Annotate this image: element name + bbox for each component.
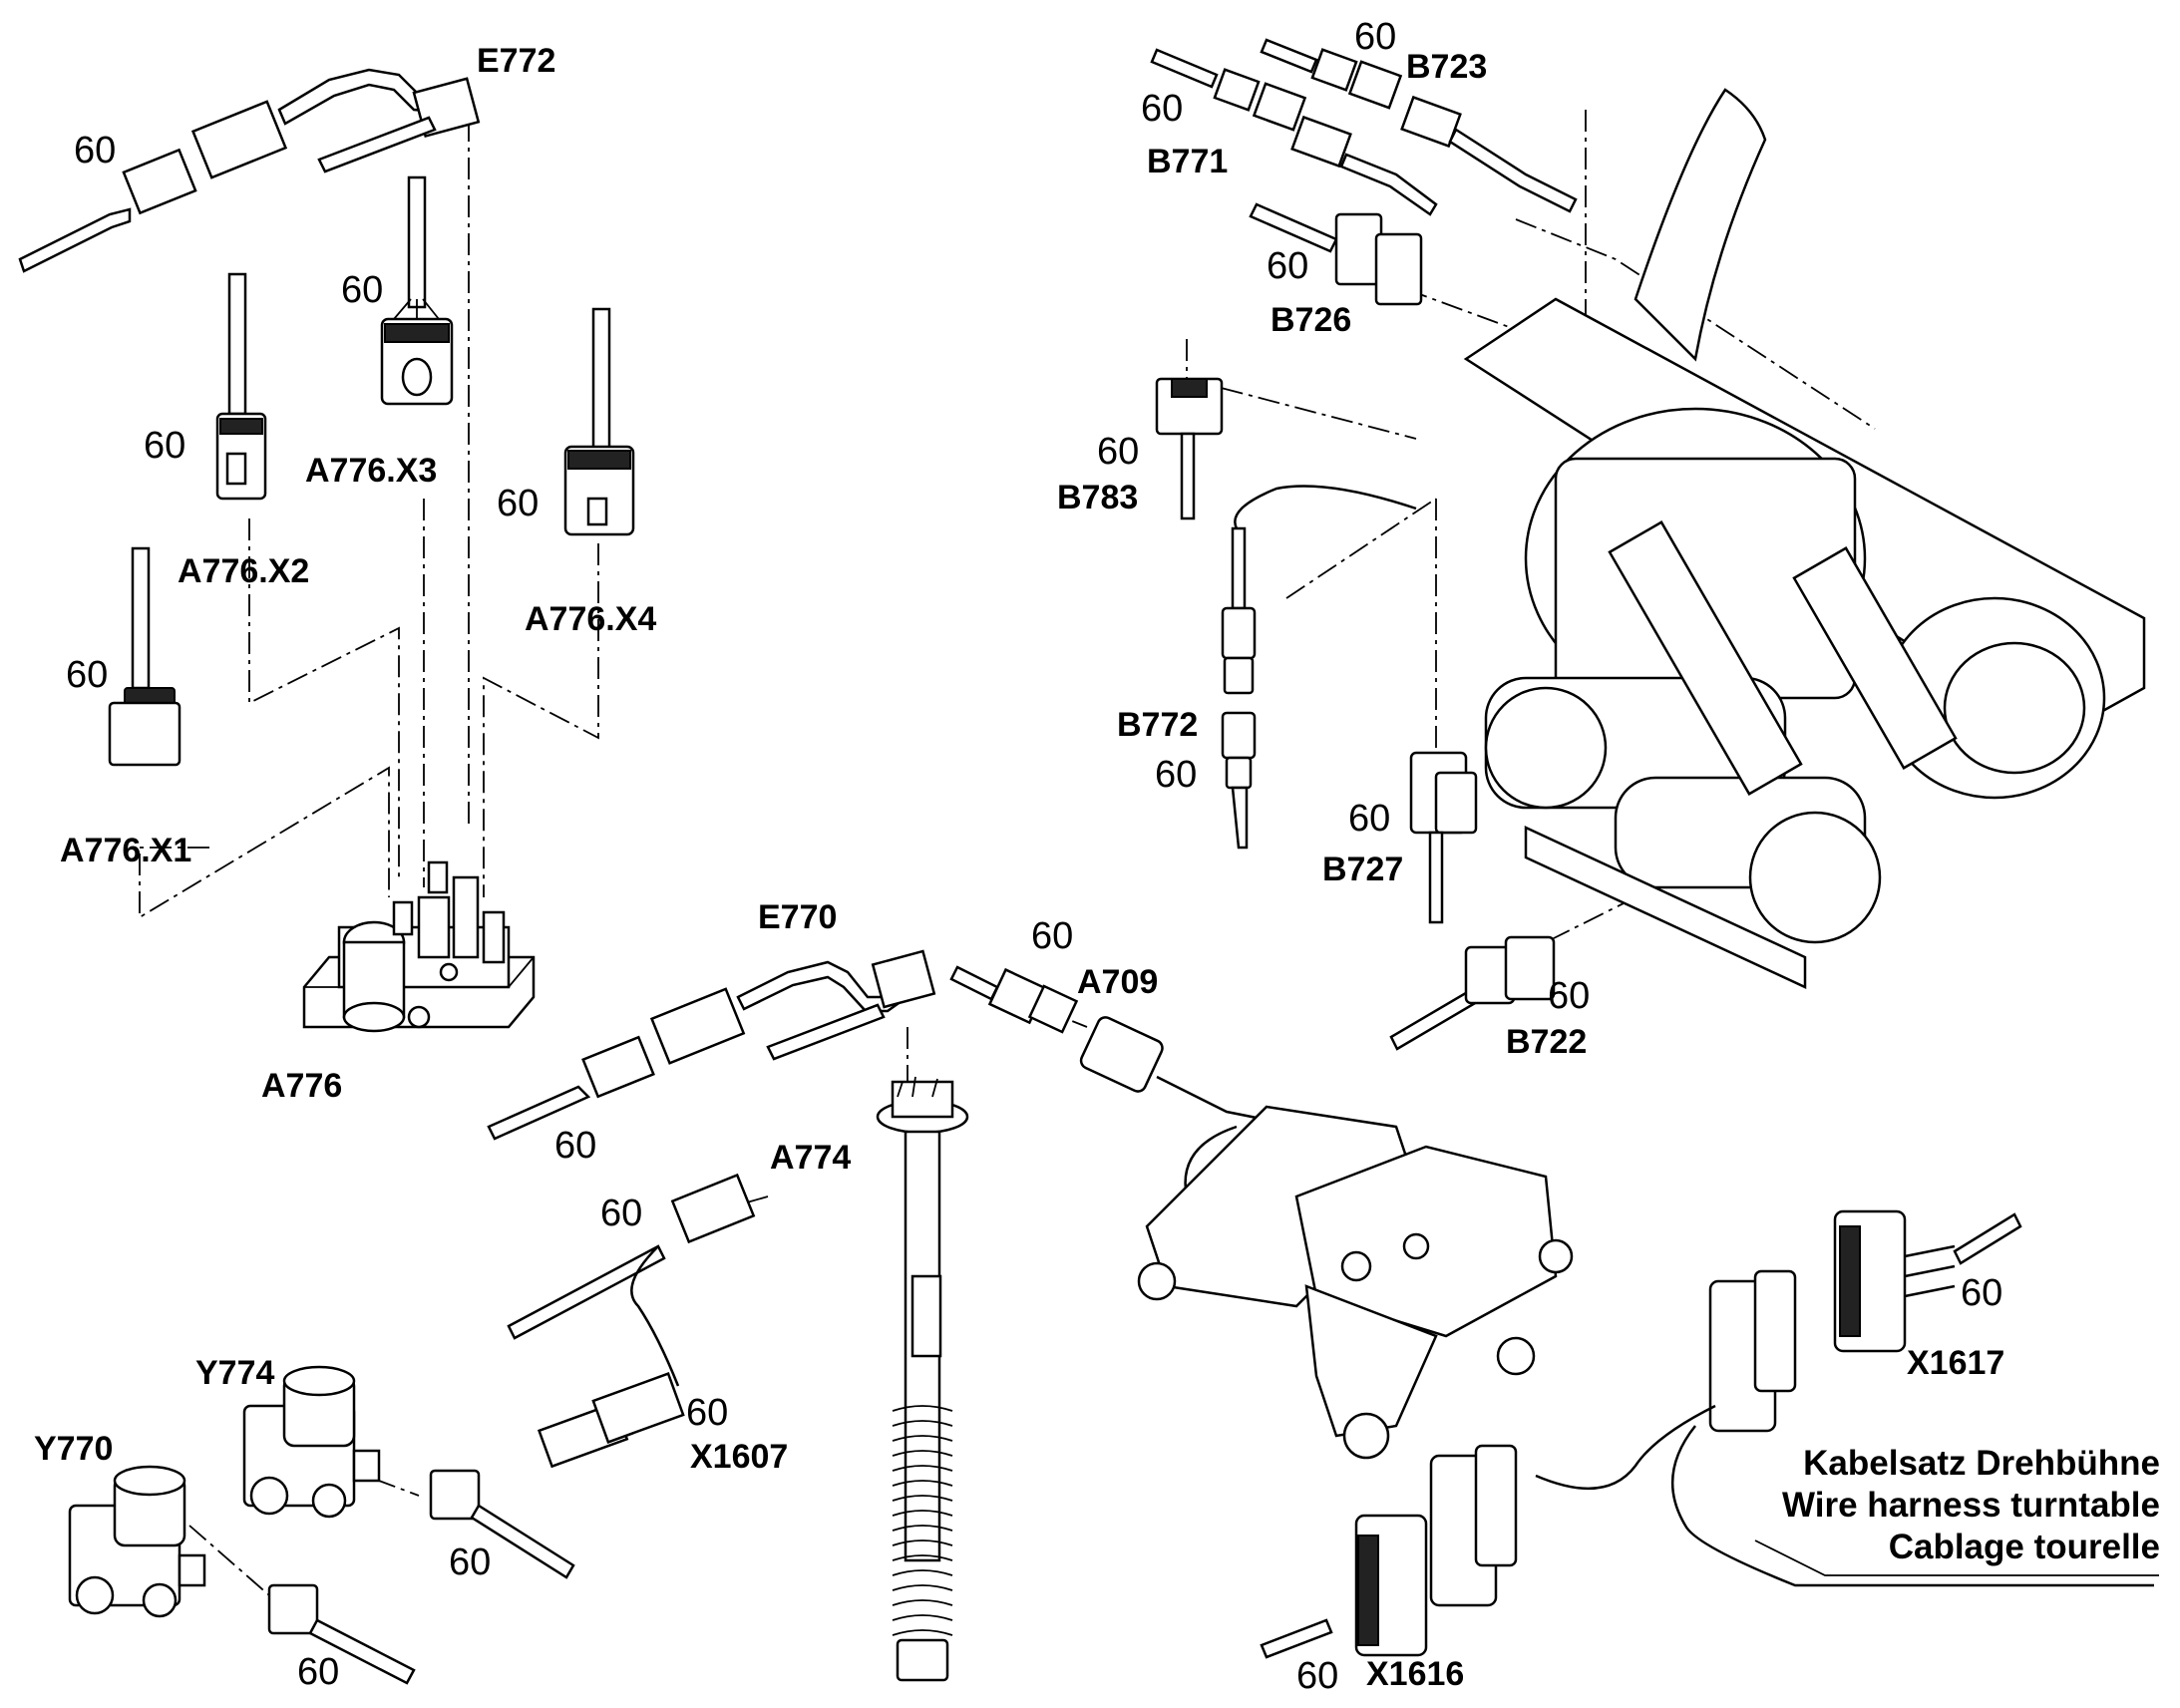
label-b783: B783 bbox=[1057, 479, 1139, 516]
y770-plug bbox=[267, 1583, 416, 1685]
label-a776-x3: A776.X3 bbox=[305, 452, 438, 490]
label-b723: B723 bbox=[1406, 48, 1488, 86]
label-e770: E770 bbox=[758, 898, 838, 936]
ref-number: 60 bbox=[144, 425, 186, 467]
harness-connectors-center bbox=[1429, 1269, 2154, 1607]
a776-x1-connector bbox=[108, 546, 182, 767]
label-b772: B772 bbox=[1117, 706, 1199, 744]
ref-number: 60 bbox=[1548, 975, 1591, 1017]
label-x1617: X1617 bbox=[1907, 1344, 2005, 1382]
label-a709: A709 bbox=[1077, 963, 1159, 1001]
ref-number: 60 bbox=[1031, 915, 1074, 957]
x1607-connector bbox=[507, 1173, 756, 1469]
a776-x3-connector bbox=[380, 175, 454, 406]
ref-number: 60 bbox=[341, 269, 384, 311]
ref-number: 60 bbox=[686, 1392, 729, 1434]
ref-number: 60 bbox=[74, 130, 117, 171]
b727-connector bbox=[1409, 751, 1478, 924]
ref-number: 60 bbox=[600, 1193, 643, 1234]
a709-connector bbox=[949, 965, 1079, 1034]
x1617-connector bbox=[1833, 1209, 2022, 1353]
ref-number: 60 bbox=[1155, 754, 1198, 796]
b722-connector bbox=[1389, 935, 1556, 1051]
label-a776: A776 bbox=[261, 1067, 343, 1105]
label-a774: A774 bbox=[770, 1139, 852, 1177]
harness-title-fr: Cablage tourelle bbox=[1888, 1528, 2160, 1566]
ref-number: 60 bbox=[554, 1125, 597, 1167]
ref-number: 60 bbox=[1267, 245, 1309, 287]
a776-control-unit bbox=[302, 860, 536, 1033]
title-leader-line bbox=[1754, 1539, 2159, 1576]
label-y770: Y770 bbox=[34, 1430, 114, 1468]
ref-number: 60 bbox=[297, 1651, 340, 1693]
b772-sensor bbox=[1221, 485, 1417, 850]
label-y774: Y774 bbox=[195, 1354, 275, 1392]
label-b726: B726 bbox=[1271, 301, 1352, 339]
ref-number: 60 bbox=[1141, 88, 1184, 130]
x1616-connector bbox=[1260, 1514, 1428, 1659]
b723-sensor bbox=[1260, 38, 1578, 213]
b726-connector bbox=[1249, 202, 1423, 306]
dosing-pump-unit bbox=[1079, 1016, 1574, 1460]
label-b727: B727 bbox=[1322, 851, 1404, 888]
exhaust-aftertreatment bbox=[1463, 88, 2146, 989]
ref-number: 60 bbox=[1961, 1272, 2003, 1314]
label-a776-x2: A776.X2 bbox=[178, 552, 310, 590]
label-x1607: X1607 bbox=[690, 1438, 789, 1476]
a776-x2-connector bbox=[215, 272, 267, 501]
label-e772: E772 bbox=[477, 42, 556, 80]
y774-valve bbox=[242, 1365, 381, 1519]
label-b771: B771 bbox=[1147, 143, 1229, 180]
ref-number: 60 bbox=[1354, 16, 1397, 58]
e772-cable-assembly bbox=[18, 68, 481, 273]
ref-number: 60 bbox=[66, 654, 109, 696]
y770-valve bbox=[68, 1465, 206, 1618]
ref-number: 60 bbox=[1348, 798, 1391, 840]
label-b722: B722 bbox=[1506, 1023, 1588, 1061]
harness-title-en: Wire harness turntable bbox=[1782, 1486, 2160, 1525]
ref-number: 60 bbox=[1296, 1655, 1339, 1697]
ref-number: 60 bbox=[449, 1541, 492, 1583]
ref-number: 60 bbox=[1097, 431, 1140, 473]
b771-sensor bbox=[1150, 48, 1438, 216]
b783-connector bbox=[1155, 377, 1224, 520]
e770-cable-assembly bbox=[487, 949, 936, 1141]
ref-number: 60 bbox=[497, 483, 540, 524]
harness-title-de: Kabelsatz Drehbühne bbox=[1803, 1444, 2160, 1483]
a776-x4-connector bbox=[563, 307, 635, 536]
label-a776-x4: A776.X4 bbox=[525, 600, 657, 638]
y774-plug bbox=[429, 1469, 575, 1579]
label-a776-x1: A776.X1 bbox=[60, 832, 192, 869]
label-x1616: X1616 bbox=[1366, 1655, 1465, 1693]
a774-tank-sensor bbox=[876, 1076, 969, 1682]
